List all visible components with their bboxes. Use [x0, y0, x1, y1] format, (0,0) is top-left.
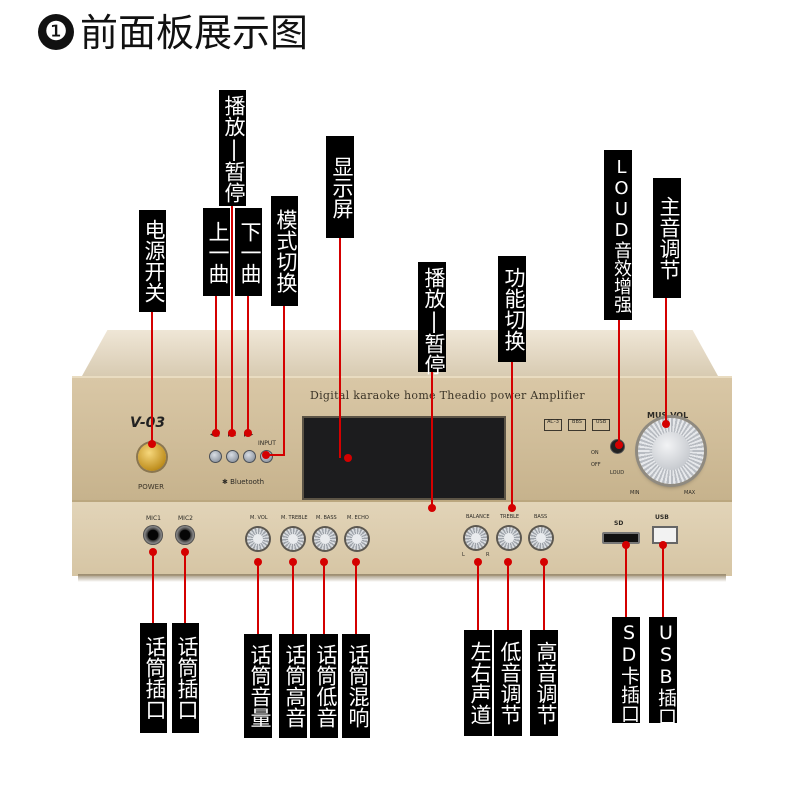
balance-right-label: R: [486, 552, 490, 558]
amplifier-top-cover: [82, 330, 718, 376]
mic2-label: MIC2: [178, 515, 193, 522]
callout-sd-slot: SD卡插口: [612, 617, 640, 723]
play-pause-button[interactable]: [226, 450, 239, 463]
mic-treble-knob[interactable]: [282, 528, 304, 550]
loud-on-label: ON: [591, 450, 599, 456]
dot-mic-jack-1: [149, 548, 157, 556]
callout-loud-effect: LOUD音效增强: [604, 150, 632, 320]
dot-display: [344, 454, 352, 462]
callout-bass: 低音调节: [494, 630, 522, 736]
callout-function-switch: 功能切换: [498, 256, 526, 362]
device-title: Digital karaoke home Theadio power Ampli…: [310, 389, 585, 402]
dot-power: [148, 440, 156, 448]
mic-echo-knob-label: M. ECHO: [347, 515, 369, 521]
bass-knob-label: BASS: [534, 514, 548, 520]
prev-track-button[interactable]: [209, 450, 222, 463]
callout-mic-jack-2: 话筒插口: [172, 623, 199, 733]
callout-play-pause-top: 播放|暂停: [219, 90, 246, 206]
balance-knob-label: BALANCE: [466, 514, 490, 520]
mic-jack-1[interactable]: [143, 525, 163, 545]
treble-knob-label: TREBLE: [500, 514, 520, 520]
dot-prev: [212, 429, 220, 437]
callout-master-volume: 主音调节: [653, 178, 681, 298]
next-track-button[interactable]: [243, 450, 256, 463]
dot-treble: [540, 558, 548, 566]
callout-usb-port: USB插口: [649, 617, 677, 726]
power-label: POWER: [138, 483, 164, 491]
device-shadow: [78, 574, 726, 582]
dot-mic-echo: [352, 558, 360, 566]
master-min-label: MIN: [630, 490, 640, 496]
dot-mic-treble: [289, 558, 297, 566]
dot-usb: [659, 541, 667, 549]
dot-play-pause-mid: [428, 504, 436, 512]
callout-display: 显示屏: [326, 136, 354, 238]
model-label: V-03: [130, 415, 166, 431]
bluetooth-text: Bluetooth: [230, 478, 265, 486]
dot-mic-vol: [254, 558, 262, 566]
dot-function: [508, 504, 516, 512]
mic-volume-knob-label: M. VOL: [250, 515, 268, 521]
title-number-badge: ❶: [38, 14, 74, 50]
dot-master: [662, 420, 670, 428]
mic-treble-knob-label: M. TREBLE: [281, 515, 308, 521]
dot-loud: [615, 441, 623, 449]
dot-next: [244, 429, 252, 437]
callout-mic-volume: 话筒音量: [244, 634, 272, 738]
callout-play-pause-mid: 播放|暂停: [418, 262, 446, 375]
usb-port-label: USB: [655, 514, 669, 521]
mode-box-bbs: BBS: [568, 419, 586, 431]
mode-box-ac3: AC-3: [544, 419, 562, 431]
master-max-label: MAX: [684, 490, 696, 496]
mic-bass-knob[interactable]: [314, 528, 336, 550]
callout-power-switch: 电源开关: [139, 210, 166, 312]
balance-knob[interactable]: [465, 527, 487, 549]
dot-play-pause-top: [228, 429, 236, 437]
bluetooth-icon: ✱: [222, 478, 228, 486]
callout-mode-switch: 模式切换: [271, 196, 298, 306]
dot-mode: [262, 451, 270, 459]
dot-mic-jack-2: [181, 548, 189, 556]
master-volume-label: MUS.VOL: [647, 411, 689, 420]
bass-knob[interactable]: [530, 527, 552, 549]
display-screen: [302, 416, 506, 500]
treble-knob[interactable]: [498, 527, 520, 549]
loud-off-label: OFF: [591, 462, 601, 468]
callout-prev-track: 上一曲: [203, 208, 230, 296]
title-text: 前面板展示图: [80, 11, 309, 55]
callout-mic-jack-1: 话筒插口: [140, 623, 167, 733]
mic-echo-knob[interactable]: [346, 528, 368, 550]
dot-bass: [504, 558, 512, 566]
mic-volume-knob[interactable]: [247, 528, 269, 550]
balance-left-label: L: [462, 552, 465, 558]
callout-mic-treble: 话筒高音: [279, 634, 307, 738]
sd-card-slot[interactable]: [602, 532, 640, 544]
bluetooth-label: ✱ Bluetooth: [222, 478, 264, 486]
loud-label: LOUD: [610, 470, 625, 476]
dot-sd: [622, 541, 630, 549]
callout-balance: 左右声道: [464, 630, 492, 736]
master-volume-knob[interactable]: [638, 418, 704, 484]
mic-jack-2[interactable]: [175, 525, 195, 545]
callout-mic-echo: 话筒混响: [342, 634, 370, 738]
input-button-label: INPUT: [258, 440, 276, 447]
mic-bass-knob-label: M. BASS: [316, 515, 337, 521]
mic1-label: MIC1: [146, 515, 161, 522]
mode-box-usb: USB: [592, 419, 610, 431]
callout-next-track: 下一曲: [235, 208, 262, 296]
callout-treble: 高音调节: [530, 630, 558, 736]
callout-mic-bass: 话筒低音: [310, 634, 338, 738]
dot-mic-bass: [320, 558, 328, 566]
dot-balance: [474, 558, 482, 566]
sd-port-label: SD: [614, 520, 624, 527]
